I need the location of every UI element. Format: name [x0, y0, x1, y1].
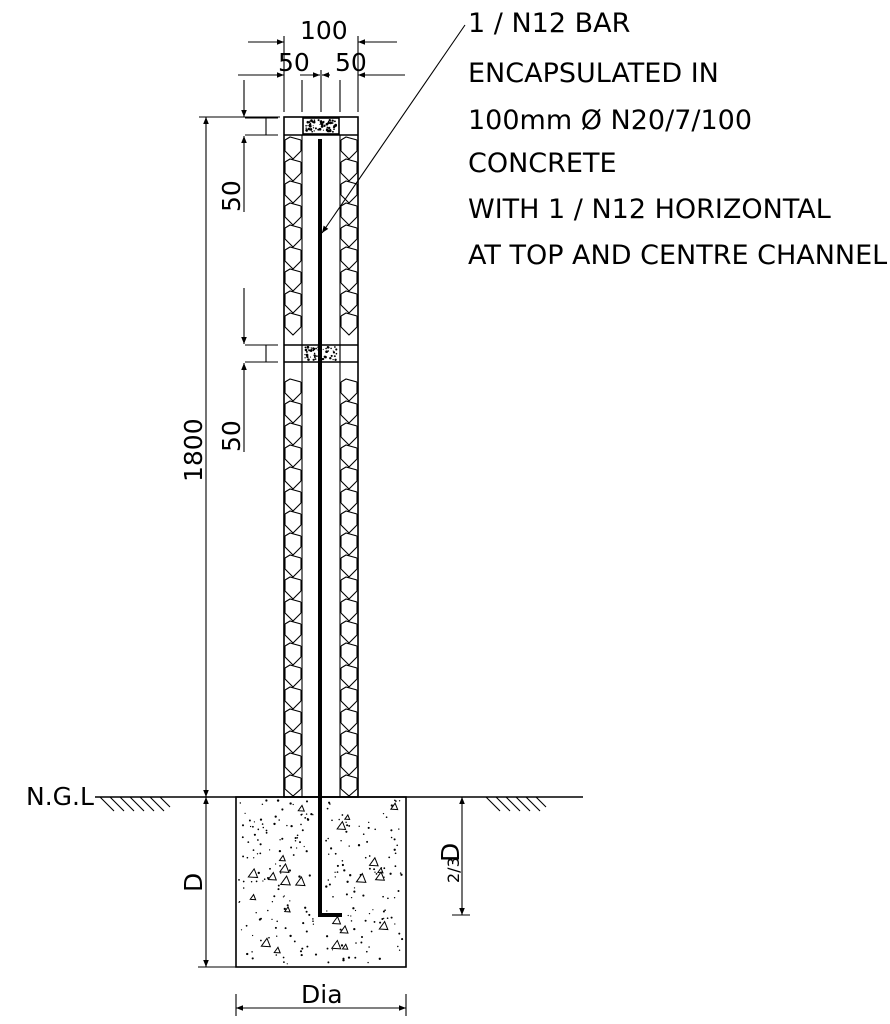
dimension-height-1800: 1800	[179, 116, 280, 797]
note-line-3: 100mm Ø N20/7/100	[468, 105, 752, 136]
dimension-depth-d: D	[179, 797, 236, 968]
note-line-1: 1 / N12 BAR	[468, 8, 630, 39]
dim-label-50-top-channel: 50	[217, 180, 246, 212]
top-channel-concrete	[305, 119, 338, 133]
dim-label-50-left: 50	[278, 48, 310, 77]
dim-label-1800: 1800	[179, 418, 208, 482]
dimension-embedment: 2/3 D	[436, 797, 470, 916]
dim-label-50-centre-channel: 50	[217, 420, 246, 452]
note-leader	[321, 24, 466, 234]
note-line-6: AT TOP AND CENTRE CHANNEL	[468, 240, 887, 271]
dimension-top-channel: 50	[217, 80, 278, 212]
dim-label-50-right: 50	[335, 48, 367, 77]
dim-label-d: D	[179, 873, 208, 892]
dimension-diameter: Dia	[235, 980, 407, 1016]
concrete-stipple	[238, 799, 404, 965]
concrete-aggregate-triangles	[247, 802, 399, 954]
specification-note: 1 / N12 BAR ENCAPSULATED IN 100mm Ø N20/…	[468, 8, 887, 271]
note-line-2: ENCAPSULATED IN	[468, 58, 719, 89]
honeycomb-fill-right	[340, 136, 358, 797]
dim-label-two-thirds: 2/3	[444, 857, 463, 883]
note-line-4: CONCRETE	[468, 148, 617, 179]
concrete-footing	[235, 796, 407, 968]
honeycomb-fill-left	[284, 136, 302, 797]
dimension-top-width: 100	[248, 16, 397, 112]
dim-label-embed-d: D	[436, 843, 465, 862]
ground-hatch-right	[485, 796, 547, 812]
ngl-label: N.G.L	[26, 782, 94, 811]
dimension-half-widths: 50 50	[238, 48, 405, 112]
dim-label-dia: Dia	[301, 980, 343, 1009]
dim-label-100: 100	[300, 16, 348, 45]
n12-reinforcing-bar	[318, 139, 342, 917]
ground-hatch-left	[99, 796, 171, 812]
note-line-5: WITH 1 / N12 HORIZONTAL	[468, 194, 831, 225]
dimension-centre-channel: 50	[217, 288, 278, 452]
